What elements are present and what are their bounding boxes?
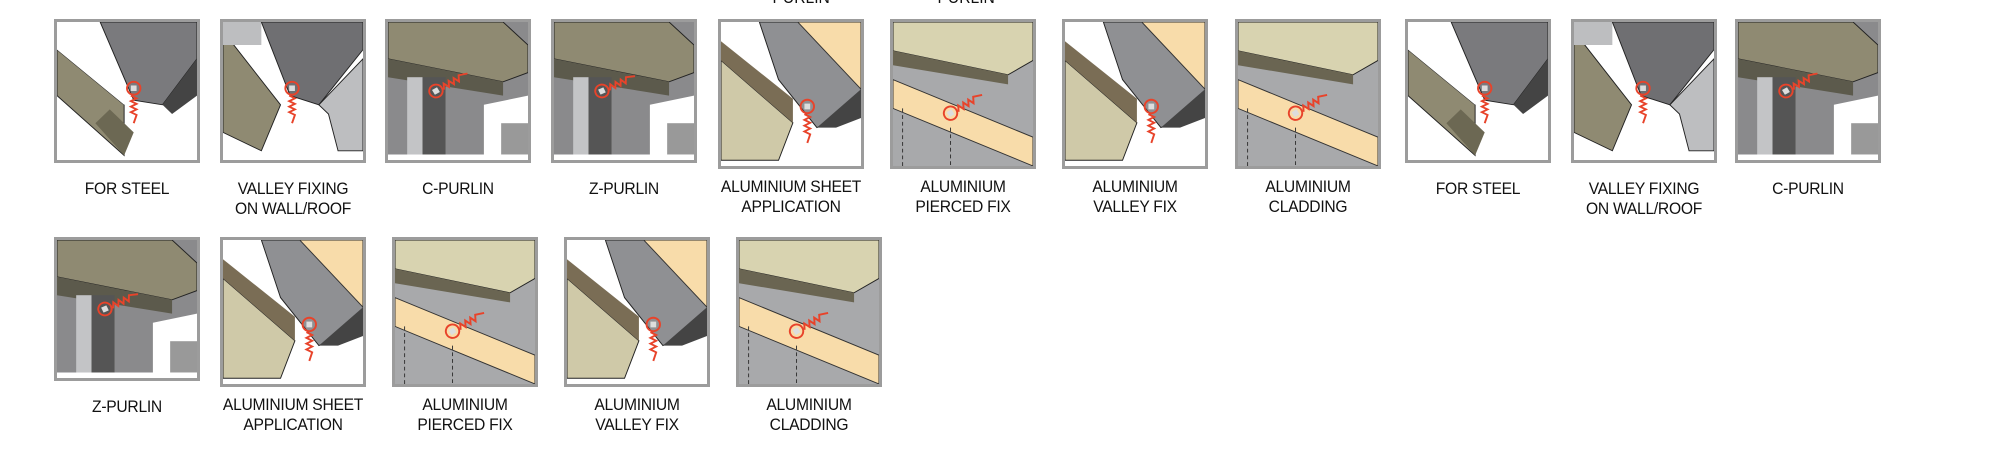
label-line: ALUMINIUM SHEET xyxy=(222,395,364,414)
label-line: PIERCED FIX xyxy=(417,415,513,434)
zpurlin-illustration xyxy=(54,237,200,381)
label-line: VALLEY FIX xyxy=(1093,197,1177,216)
cpurlin-illustration xyxy=(385,19,531,163)
steel-illustration xyxy=(1405,19,1551,163)
label-line: VALLEY FIX xyxy=(595,415,679,434)
alu-cladding-illustration xyxy=(1235,19,1381,169)
application-label: Z-PURLIN xyxy=(529,179,719,199)
label-line: Z-PURLIN xyxy=(92,397,162,416)
label-line: Z-PURLIN xyxy=(589,179,659,198)
alu-valley-illustration xyxy=(564,237,710,387)
label-line: ON WALL/ROOF xyxy=(234,199,352,218)
label-line: ALUMINIUM xyxy=(1092,177,1178,196)
label-line: VALLEY FIXING xyxy=(237,179,349,198)
steel-illustration xyxy=(54,19,200,163)
cut-off-label: PURLIN xyxy=(772,0,829,8)
zpurlin-illustration xyxy=(551,19,697,163)
valley-illustration xyxy=(220,19,366,163)
application-tile-zpurlin: Z-PURLIN xyxy=(551,19,701,198)
application-tile-steel: FOR STEEL xyxy=(54,19,204,198)
label-line: ALUMINIUM xyxy=(1265,177,1351,196)
application-label: FOR STEEL xyxy=(32,179,222,199)
label-line: ON WALL/ROOF xyxy=(1585,199,1703,218)
label-line: VALLEY FIXING xyxy=(1588,179,1700,198)
application-label: C-PURLIN xyxy=(363,179,553,199)
label-line: FOR STEEL xyxy=(84,179,170,198)
application-label: Z-PURLIN xyxy=(32,397,222,417)
label-line: CLADDING xyxy=(1268,197,1348,216)
alu-sheet-illustration xyxy=(220,237,366,387)
alu-pierced-illustration xyxy=(890,19,1036,169)
application-label: C-PURLIN xyxy=(1713,179,1903,199)
alu-cladding-illustration xyxy=(736,237,882,387)
cut-off-label: PURLIN xyxy=(937,0,994,8)
valley-illustration xyxy=(1571,19,1717,163)
application-tile-steel: FOR STEEL xyxy=(1405,19,1555,198)
label-line: APPLICATION xyxy=(741,197,841,216)
label-line: ALUMINIUM xyxy=(920,177,1006,196)
label-line: ALUMINIUM xyxy=(594,395,680,414)
label-line: CLADDING xyxy=(769,415,849,434)
label-line: ALUMINIUM xyxy=(422,395,508,414)
alu-sheet-illustration xyxy=(718,19,864,169)
label-line: APPLICATION xyxy=(243,415,343,434)
application-label: FOR STEEL xyxy=(1383,179,1573,199)
label-line: FOR STEEL xyxy=(1435,179,1521,198)
label-line: C-PURLIN xyxy=(422,179,494,198)
application-tile-zpurlin: Z-PURLIN xyxy=(54,237,204,416)
application-tile-cpurlin: C-PURLIN xyxy=(1735,19,1885,198)
label-line: PIERCED FIX xyxy=(915,197,1011,216)
alu-valley-illustration xyxy=(1062,19,1208,169)
alu-pierced-illustration xyxy=(392,237,538,387)
label-line: ALUMINIUM SHEET xyxy=(720,177,862,196)
label-line: C-PURLIN xyxy=(1772,179,1844,198)
application-tile-cpurlin: C-PURLIN xyxy=(385,19,535,198)
label-line: ALUMINIUM xyxy=(766,395,852,414)
cpurlin-illustration xyxy=(1735,19,1881,163)
